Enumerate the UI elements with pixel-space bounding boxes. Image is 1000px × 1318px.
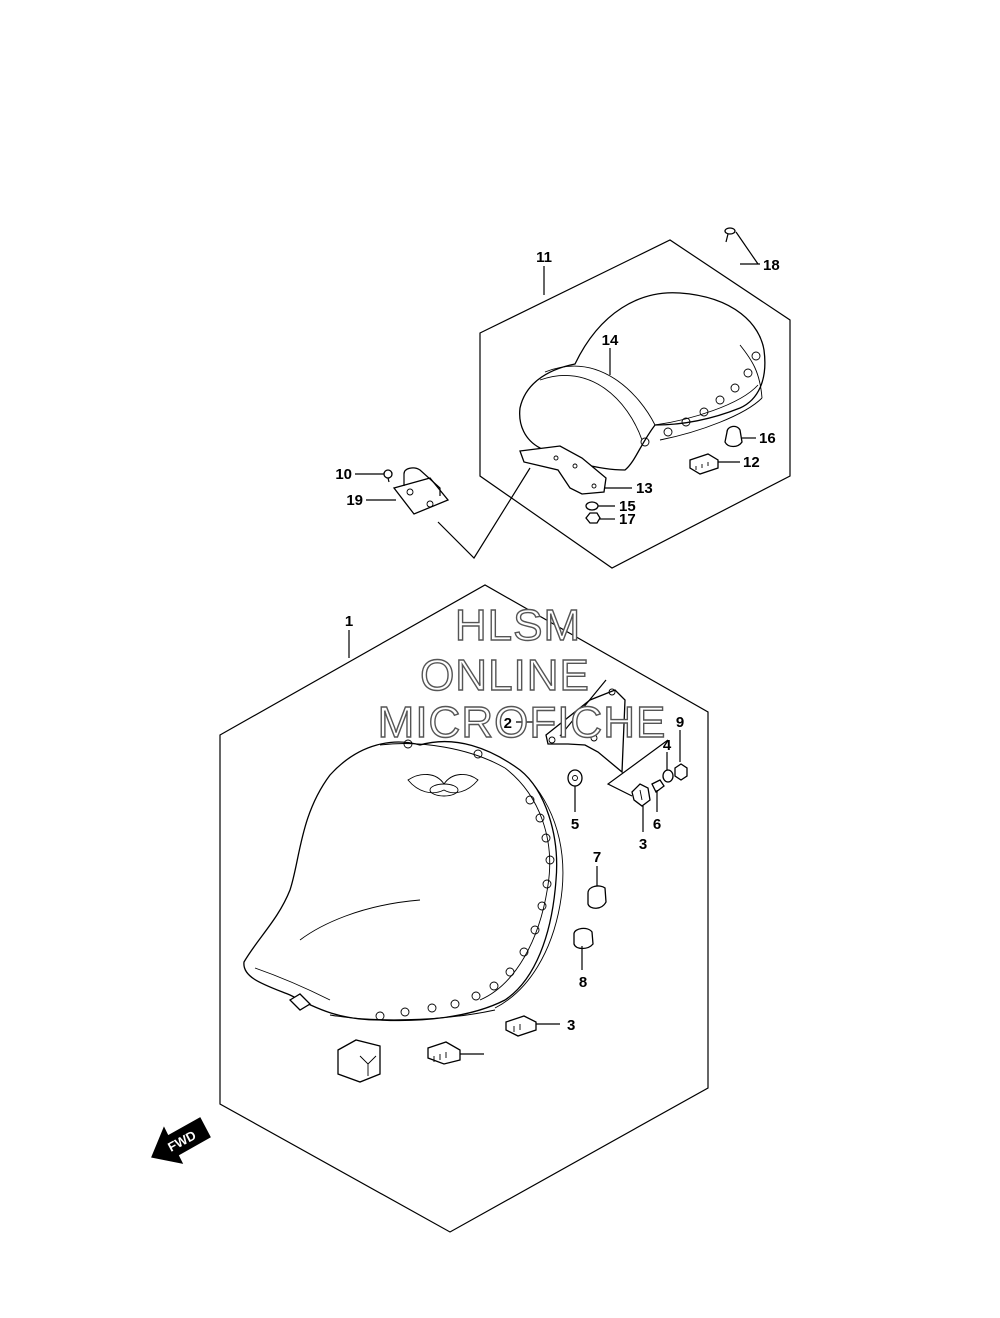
accessory-bag [337,1039,381,1083]
rear-seat-studs [640,351,761,447]
callout-4: 3 [639,836,647,853]
callout-1: 1 [345,613,353,630]
front-seat-bracket [545,689,626,774]
nut-10 [674,763,688,781]
callout-9: 8 [579,974,587,991]
callout-13: 12 [743,454,760,471]
clip-3b [427,1041,461,1065]
washer-5 [662,769,674,783]
callout-16: 15 [619,498,636,515]
screw-19 [724,227,736,243]
watermark-line-1: HLSM [455,601,581,650]
leader-lines [348,231,760,1055]
callout-8: 7 [593,849,601,866]
callout-labels: 11 18 14 16 12 13 15 17 10 19 1 2 9 4 5 … [335,249,779,1034]
nut-18 [585,512,601,524]
rear-seat-hexagon-outline [479,239,791,569]
watermark-line-3: MICROFICHE [378,698,667,747]
callout-19: 18 [763,257,780,274]
assembly-link-line [437,467,531,559]
callout-6: 5 [571,816,579,833]
rubber-cushion-8 [587,885,607,909]
callout-12: 11 [536,249,552,266]
callout-17: 16 [759,430,776,447]
rear-seat-group [479,227,791,569]
callout-11: 10 [335,466,352,483]
clip-3a [505,1015,537,1037]
seat-handle-bracket [392,467,450,515]
callout-7: 6 [653,816,661,833]
watermark: HLSM ONLINE MICROFICHE [377,600,667,747]
front-seat-hexagon-outline [219,584,709,1233]
callout-3a: 3 [567,1017,575,1034]
callout-2: 2 [504,715,512,732]
callout-14: 13 [636,480,653,497]
rear-seat-mount-bracket [519,445,607,495]
bracket-link-line [559,679,607,737]
front-seat-group [219,584,709,1233]
callout-18: 17 [619,511,636,528]
clip-13 [689,453,719,475]
watermark-line-2: ONLINE [420,651,590,700]
washer-16 [585,501,599,511]
rear-seat-cushion [519,292,766,471]
rubber-bumper-17 [724,425,743,448]
seat-emblem [407,774,479,797]
front-seat-studs [375,739,555,1021]
callout-20: 19 [346,492,363,509]
forward-direction-arrow: FWD [151,1117,211,1164]
screw-11 [383,469,393,483]
bracket-link-line-2 [606,739,669,797]
callout-15: 14 [602,332,619,349]
callout-10: 9 [676,714,684,731]
callout-5: 4 [663,737,672,754]
collar-7 [651,779,665,793]
rubber-cushion-9 [573,927,594,950]
front-seat-cushion [243,739,564,1022]
washer-6 [567,769,583,787]
